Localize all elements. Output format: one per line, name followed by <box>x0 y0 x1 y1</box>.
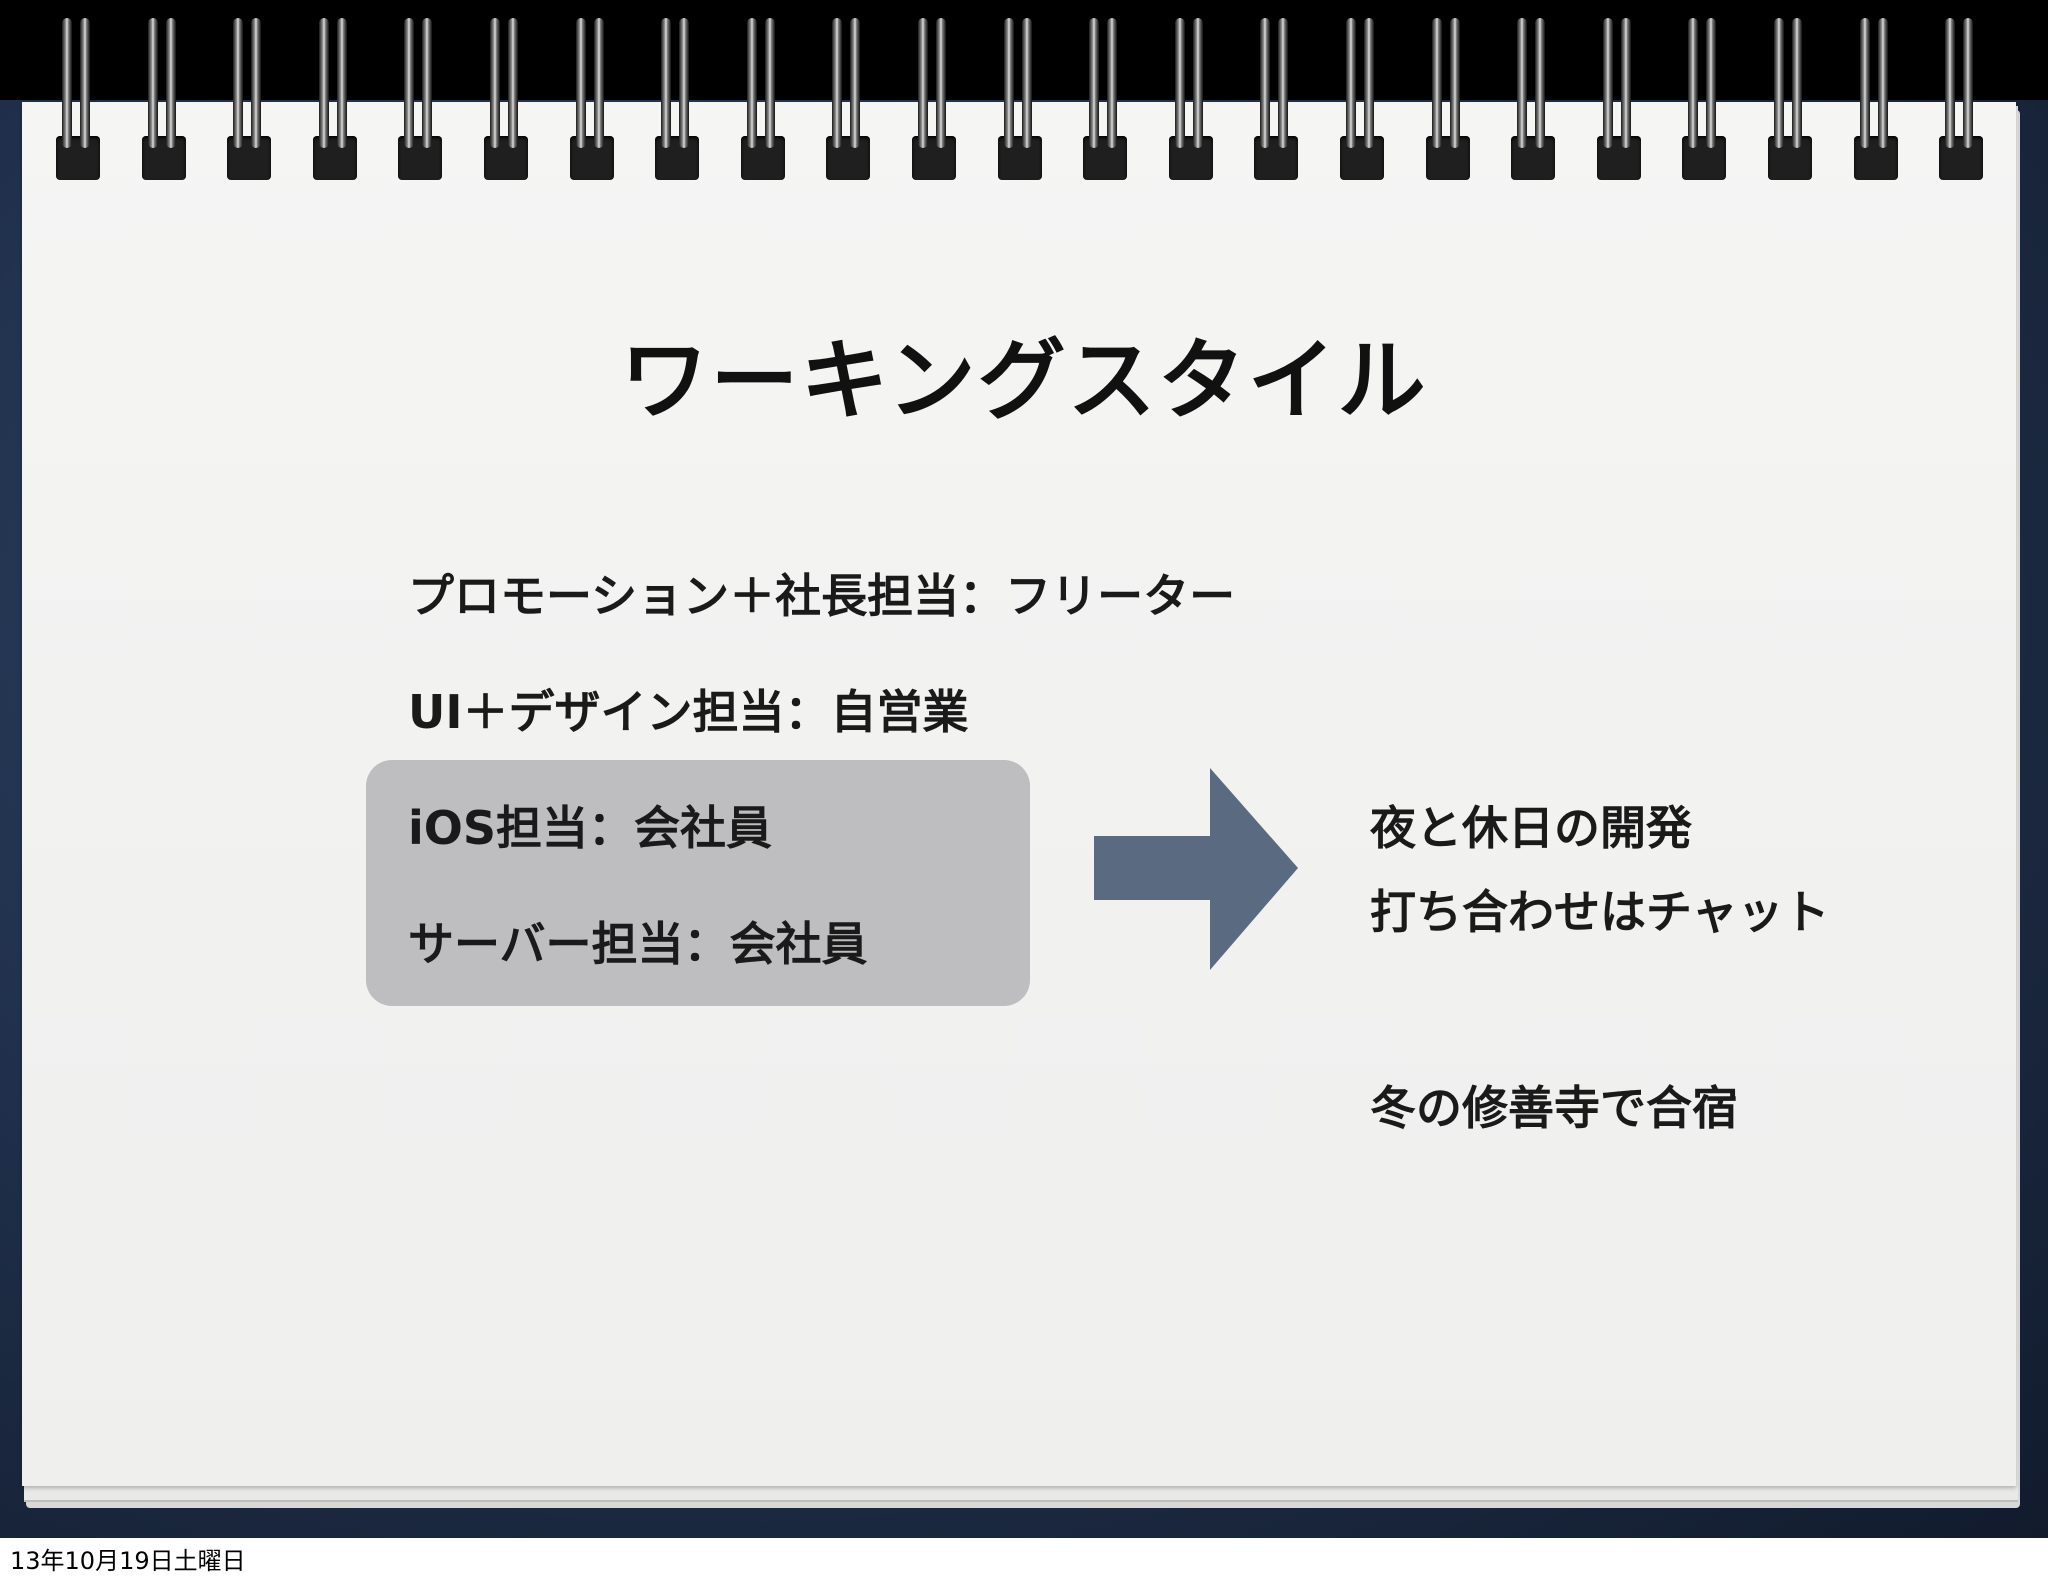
binding-ring <box>398 18 442 180</box>
binding-wire <box>1260 18 1270 148</box>
binding-ring <box>1169 18 1213 180</box>
binding-wire <box>1278 18 1288 148</box>
binding-ring <box>1426 18 1470 180</box>
binding-wire <box>1963 18 1973 148</box>
role-line-promotion: プロモーション＋社長担当：フリーター <box>408 569 1236 623</box>
binding-ring <box>655 18 699 180</box>
binding-ring <box>1597 18 1641 180</box>
binding-wire <box>918 18 928 148</box>
binding-wire <box>765 18 775 148</box>
binding-wire <box>1346 18 1356 148</box>
binding-wire <box>233 18 243 148</box>
binding-wire <box>1535 18 1545 148</box>
binding-ring <box>1083 18 1127 180</box>
binding-ring <box>998 18 1042 180</box>
binding-wire <box>936 18 946 148</box>
right-arrow-icon <box>1094 768 1298 970</box>
binding-ring <box>1254 18 1298 180</box>
binding-wire <box>1792 18 1802 148</box>
binding-wire <box>1022 18 1032 148</box>
binding-wire <box>576 18 586 148</box>
binding-ring <box>826 18 870 180</box>
binding-wire <box>1107 18 1117 148</box>
binding-wire <box>1364 18 1374 148</box>
binding-wire <box>1621 18 1631 148</box>
footer-date: 13年10月19日土曜日 <box>10 1547 246 1575</box>
binding-ring <box>484 18 528 180</box>
binding-wire <box>1004 18 1014 148</box>
result-line-chat: 打ち合わせはチャット <box>1370 885 1830 939</box>
binding-ring <box>912 18 956 180</box>
binding-wire <box>1432 18 1442 148</box>
binding-wire <box>1603 18 1613 148</box>
binding-wire <box>1706 18 1716 148</box>
spiral-binding <box>0 0 2048 180</box>
result-line-night-dev: 夜と休日の開発 <box>1370 801 1692 855</box>
result-line-camp: 冬の修善寺で合宿 <box>1370 1081 1738 1135</box>
binding-wire <box>508 18 518 148</box>
binding-ring <box>1511 18 1555 180</box>
binding-wire <box>1860 18 1870 148</box>
binding-wire <box>832 18 842 148</box>
binding-ring <box>313 18 357 180</box>
binding-wire <box>251 18 261 148</box>
role-line-server: サーバー担当：会社員 <box>408 917 868 971</box>
binding-wire <box>1688 18 1698 148</box>
binding-wire <box>1945 18 1955 148</box>
binding-wire <box>661 18 671 148</box>
binding-ring <box>1939 18 1983 180</box>
binding-wire <box>679 18 689 148</box>
binding-wire <box>1517 18 1527 148</box>
binding-wire <box>747 18 757 148</box>
binding-wire <box>1193 18 1203 148</box>
role-line-design: UI＋デザイン担当：自営業 <box>408 685 969 739</box>
binding-ring <box>1682 18 1726 180</box>
notebook-page <box>22 102 2016 1486</box>
binding-wire <box>166 18 176 148</box>
binding-ring <box>741 18 785 180</box>
role-line-ios: iOS担当：会社員 <box>408 801 773 855</box>
binding-ring <box>570 18 614 180</box>
binding-wire <box>319 18 329 148</box>
binding-wire <box>1878 18 1888 148</box>
binding-wire <box>1089 18 1099 148</box>
binding-wire <box>1450 18 1460 148</box>
binding-wire <box>1774 18 1784 148</box>
binding-wire <box>1175 18 1185 148</box>
binding-wire <box>594 18 604 148</box>
binding-wire <box>490 18 500 148</box>
binding-ring <box>142 18 186 180</box>
binding-wire <box>62 18 72 148</box>
binding-ring <box>1854 18 1898 180</box>
binding-wire <box>337 18 347 148</box>
binding-wire <box>422 18 432 148</box>
binding-ring <box>1340 18 1384 180</box>
binding-ring <box>227 18 271 180</box>
binding-wire <box>850 18 860 148</box>
binding-wire <box>80 18 90 148</box>
slide-title: ワーキングスタイル <box>620 329 1428 432</box>
binding-ring <box>1768 18 1812 180</box>
highlight-box <box>366 760 1030 1006</box>
binding-wire <box>404 18 414 148</box>
binding-ring <box>56 18 100 180</box>
binding-wire <box>148 18 158 148</box>
